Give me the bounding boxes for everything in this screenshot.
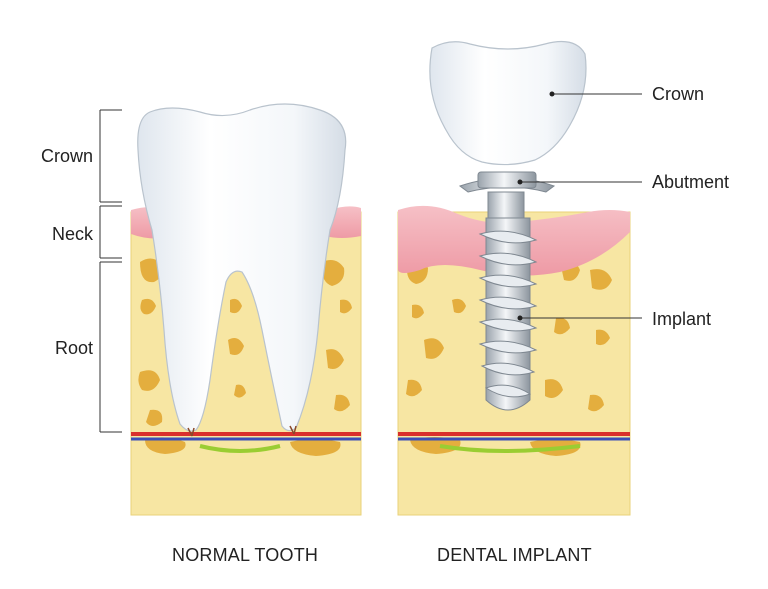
abutment (460, 172, 554, 218)
caption-dental-implant: DENTAL IMPLANT (437, 545, 592, 566)
label-root: Root (55, 338, 93, 359)
label-crown-implant: Crown (652, 84, 704, 105)
label-abutment: Abutment (652, 172, 729, 193)
label-implant: Implant (652, 309, 711, 330)
label-crown-natural: Crown (41, 146, 93, 167)
implant-crown (430, 42, 586, 165)
dental-implant-panel (398, 42, 642, 515)
caption-normal-tooth: NORMAL TOOTH (172, 545, 318, 566)
normal-tooth-panel (100, 104, 361, 515)
brackets (100, 110, 122, 432)
implant-screw (480, 218, 536, 410)
label-neck: Neck (52, 224, 93, 245)
